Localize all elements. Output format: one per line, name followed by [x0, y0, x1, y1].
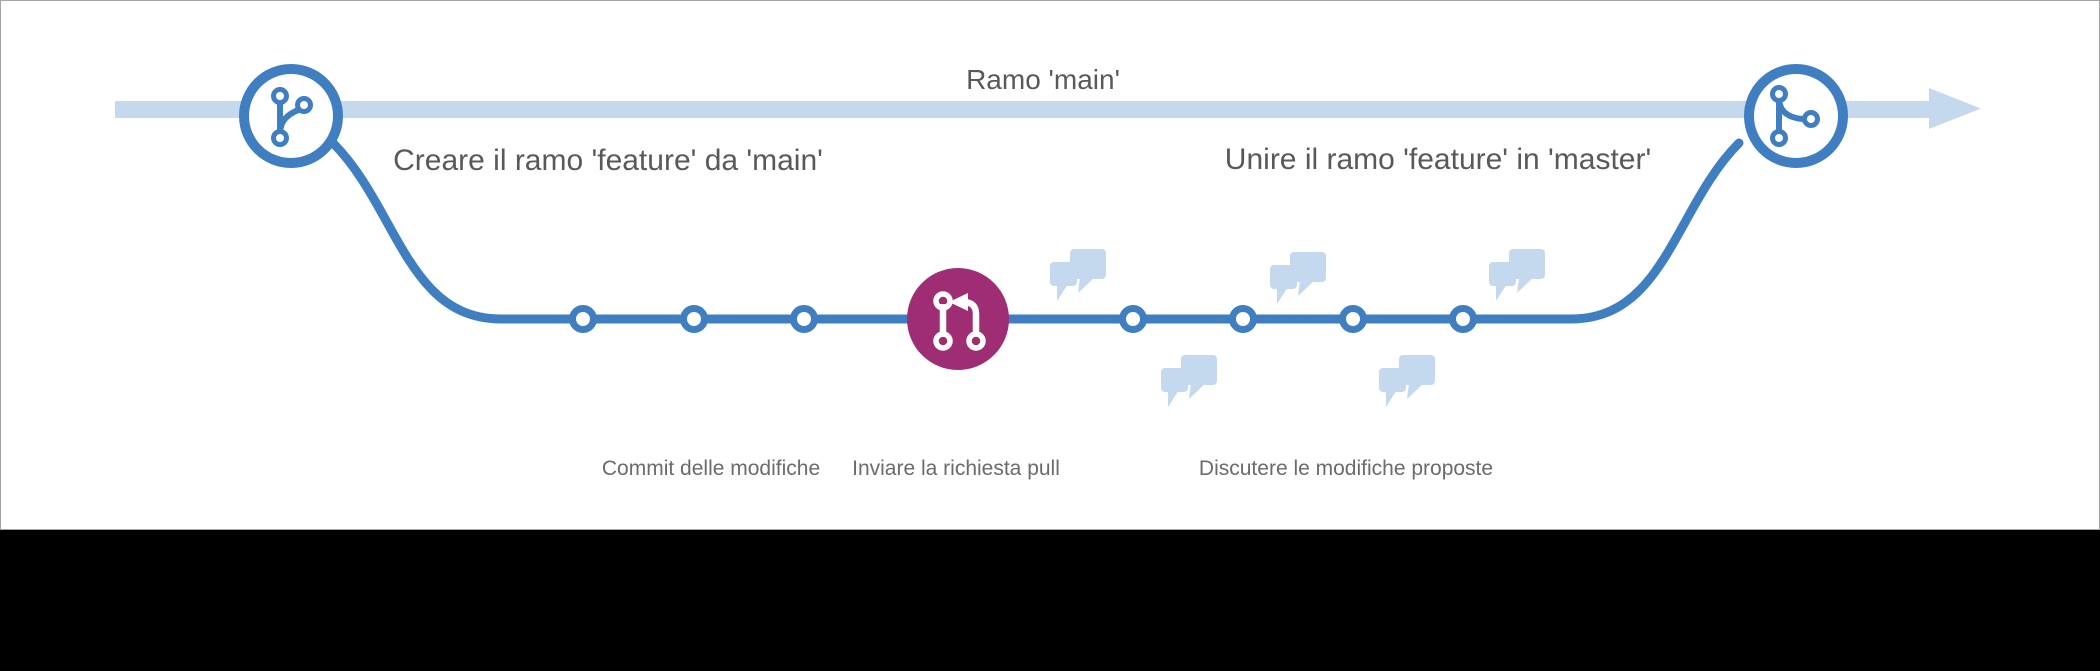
feature-branch-path	[328, 138, 1744, 324]
main-branch-label: Ramo 'main'	[966, 64, 1120, 95]
git-branch-icon	[271, 87, 313, 147]
comments-icon	[1379, 355, 1435, 407]
commit-dot	[1229, 305, 1257, 333]
git-pull-request-icon	[933, 291, 986, 351]
commit-dot	[1449, 305, 1477, 333]
commit-dot	[1339, 305, 1367, 333]
commits-label: Commit delle modifiche	[601, 457, 821, 480]
commit-dot	[569, 305, 597, 333]
pull-request-node	[907, 268, 1009, 370]
comments-icon	[1270, 252, 1326, 304]
diagram-panel: Ramo 'main' Creare il ramo 'feature' da …	[0, 0, 2100, 530]
git-merge-icon	[1770, 85, 1820, 147]
commit-dot	[1119, 305, 1147, 333]
branch-node	[239, 64, 343, 168]
comments-icon	[1489, 249, 1545, 301]
main-branch-arrow-icon	[1929, 88, 1981, 129]
commit-dot	[680, 305, 708, 333]
comments-icon	[1161, 355, 1217, 407]
main-branch-line	[115, 101, 1933, 118]
pull-request-label: Inviare la richiesta pull	[852, 457, 1060, 480]
commit-dot	[790, 305, 818, 333]
comments-icon	[1050, 249, 1106, 301]
create-branch-label: Creare il ramo 'feature' da 'main'	[393, 144, 823, 177]
discuss-label: Discutere le modifiche proposte	[1198, 457, 1494, 480]
diagram-canvas	[115, 64, 1981, 407]
merge-branch-label: Unire il ramo 'feature' in 'master'	[1224, 143, 1652, 176]
merge-node	[1744, 64, 1848, 168]
commit-dots	[569, 305, 1477, 333]
bottom-black-bar	[0, 530, 2100, 671]
pull-request-node-circle	[907, 268, 1009, 370]
